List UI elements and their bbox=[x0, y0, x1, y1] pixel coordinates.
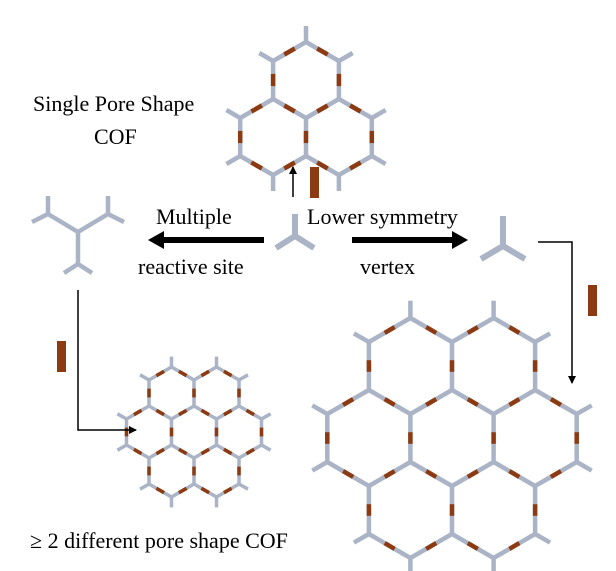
linker-segment bbox=[178, 408, 188, 417]
framework-stub bbox=[370, 154, 387, 166]
linker-segment bbox=[200, 369, 210, 378]
framework-stub bbox=[352, 331, 371, 344]
linker-segment bbox=[316, 46, 329, 57]
linker-segment bbox=[283, 160, 296, 171]
linker-segment bbox=[250, 103, 264, 114]
linker-segment bbox=[223, 486, 233, 495]
distorted-tritopic-node-icon bbox=[479, 216, 527, 262]
linker-segment bbox=[283, 103, 296, 114]
framework-stub bbox=[116, 443, 128, 452]
linker-segment bbox=[425, 469, 438, 479]
ditopic-linker-icon bbox=[57, 341, 66, 372]
linker-segment bbox=[316, 160, 329, 171]
linker-segment bbox=[466, 469, 479, 479]
framework-stub bbox=[225, 154, 242, 166]
ditopic-linker-icon bbox=[588, 285, 597, 316]
linker-segment bbox=[383, 541, 396, 551]
linker-segment bbox=[383, 325, 396, 335]
framework-stub bbox=[575, 403, 593, 416]
lower-symmetry-label: Lower symmetry bbox=[307, 204, 458, 229]
lower-symmetry-cof-network bbox=[311, 300, 593, 571]
linker-segment bbox=[223, 408, 233, 417]
thick-arrow-left bbox=[148, 231, 264, 249]
framework-stub bbox=[370, 108, 387, 120]
ditopic-linker-icon bbox=[310, 167, 319, 198]
linker-segment bbox=[341, 469, 355, 479]
multi-pore-label: ≥ 2 different pore shape COF bbox=[30, 528, 288, 553]
multiple-label: Multiple bbox=[156, 204, 232, 229]
framework-stub bbox=[225, 108, 242, 120]
framework-stub bbox=[311, 403, 329, 416]
linker-segment bbox=[155, 447, 165, 456]
linker-segment bbox=[178, 447, 188, 456]
framework-stub bbox=[139, 482, 150, 491]
framework-stub bbox=[116, 412, 128, 421]
reactive-site-label: reactive site bbox=[138, 254, 244, 279]
single-pore-cof-network bbox=[225, 26, 387, 191]
linker-segment bbox=[383, 469, 396, 479]
linker-segment bbox=[250, 160, 264, 171]
single-pore-label-line2: COF bbox=[94, 124, 137, 149]
extended-tritopic-node-icon bbox=[30, 196, 126, 275]
vertex-label: vertex bbox=[360, 254, 415, 279]
linker-segment bbox=[466, 397, 479, 407]
framework-stub bbox=[260, 443, 272, 452]
framework-stub bbox=[258, 51, 275, 63]
framework-stub bbox=[337, 51, 354, 63]
linker-segment bbox=[200, 486, 210, 495]
linker-segment bbox=[508, 469, 521, 479]
thick-arrow-right bbox=[352, 231, 468, 249]
linker-segment bbox=[200, 447, 210, 456]
linker-segment bbox=[155, 408, 165, 417]
linker-segment bbox=[383, 397, 396, 407]
framework-stub bbox=[260, 412, 272, 421]
single-pore-label-line1: Single Pore Shape bbox=[33, 91, 194, 116]
arrow-to-multi-pore-cof bbox=[77, 290, 137, 434]
linker-segment bbox=[466, 325, 479, 335]
linker-segment bbox=[508, 325, 521, 335]
multi-pore-cof-network bbox=[116, 356, 272, 508]
linker-segment bbox=[508, 541, 521, 551]
linker-segment bbox=[133, 447, 143, 456]
framework-stub bbox=[352, 532, 371, 545]
linker-segment bbox=[245, 408, 255, 417]
framework-stub bbox=[575, 460, 593, 473]
linker-segment bbox=[178, 486, 188, 495]
framework-stub bbox=[311, 460, 329, 473]
linker-segment bbox=[348, 103, 362, 114]
linker-segment bbox=[341, 397, 355, 407]
linker-segment bbox=[549, 397, 563, 407]
linker-segment bbox=[155, 486, 165, 495]
framework-stub bbox=[533, 532, 552, 545]
framework-stub bbox=[139, 373, 150, 382]
linker-segment bbox=[133, 408, 143, 417]
linker-segment bbox=[425, 325, 438, 335]
linker-segment bbox=[245, 447, 255, 456]
linker-segment bbox=[155, 369, 165, 378]
framework-stub bbox=[533, 331, 552, 344]
arrow-to-lower-symmetry-cof bbox=[538, 241, 576, 384]
linker-segment bbox=[348, 160, 362, 171]
linker-segment bbox=[508, 397, 521, 407]
linker-segment bbox=[200, 408, 210, 417]
framework-stub bbox=[238, 482, 249, 491]
linker-segment bbox=[223, 447, 233, 456]
linker-segment bbox=[425, 397, 438, 407]
linker-segment bbox=[283, 46, 296, 57]
linker-segment bbox=[316, 103, 329, 114]
framework-stub bbox=[238, 373, 249, 382]
linker-segment bbox=[466, 541, 479, 551]
linker-segment bbox=[549, 469, 563, 479]
linker-segment bbox=[223, 369, 233, 378]
tritopic-node-icon bbox=[274, 214, 316, 251]
linker-segment bbox=[178, 369, 188, 378]
linker-segment bbox=[425, 541, 438, 551]
